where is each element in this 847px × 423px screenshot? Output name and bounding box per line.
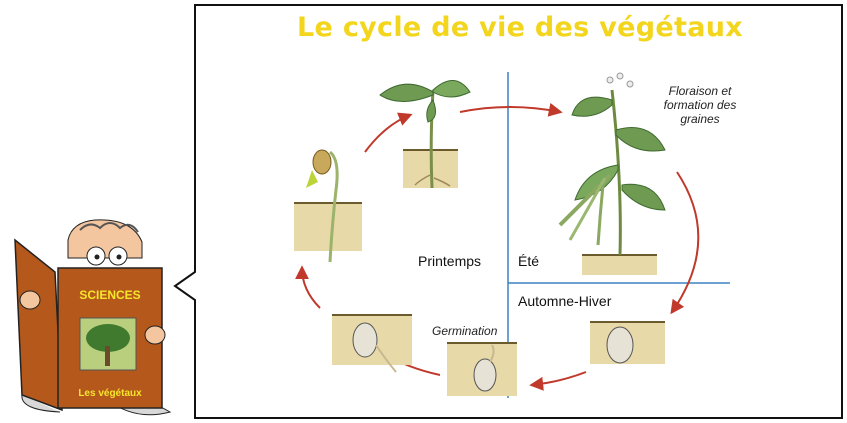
label-spring: Printemps [418,253,482,269]
label-summer: Été [518,253,540,269]
flowering-plant-stage [558,72,666,275]
book-title: SCIENCES [79,288,141,302]
young-plant-stage [379,80,471,189]
label-germination: Germination [432,324,498,338]
seedling-stage [294,149,362,263]
label-autumn-winter: Automne-Hiver [518,293,612,309]
reader-illustration [14,219,172,416]
rooting-seed-stage [332,314,412,373]
label-flowering: Floraison et formation des graines [663,84,737,126]
germinating-seed-stage [447,342,517,396]
book-subtitle: Les végétaux [78,388,142,399]
diagram-title: Le cycle de vie des végétaux [297,12,743,43]
seed-stage [590,321,665,364]
